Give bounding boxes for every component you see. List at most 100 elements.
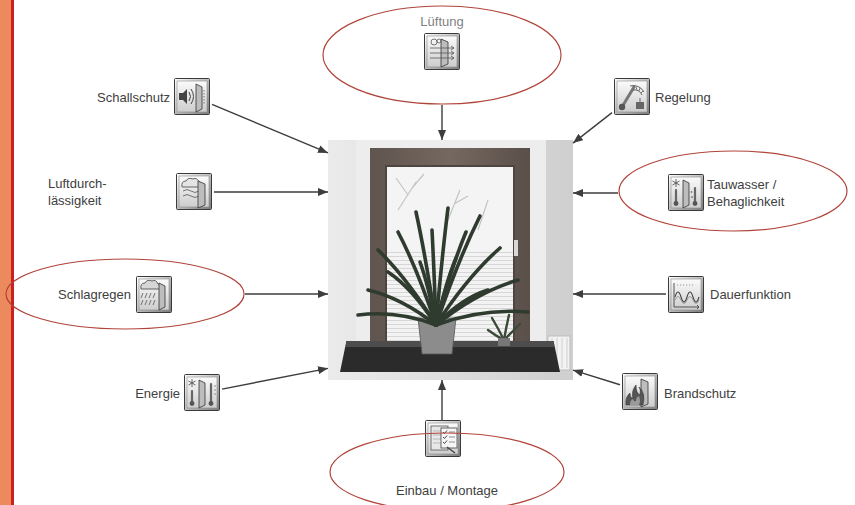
arrow (214, 191, 328, 192)
durability-icon (669, 277, 704, 313)
driving-rain-icon (141, 280, 161, 289)
window-photo (504, 324, 520, 340)
air-permeability-icon (183, 190, 199, 198)
arrow (441, 105, 442, 140)
factor-item: Regelung (612, 76, 713, 117)
ventilation-icon (425, 34, 460, 70)
energy-icon (210, 384, 212, 402)
factor-label: Tauwasser / Behaglichkeit (707, 176, 807, 210)
installation-icon (447, 447, 455, 453)
sound-insulation-icon (204, 90, 205, 104)
window-photo (436, 258, 456, 325)
sound-insulation-icon (175, 79, 210, 115)
energy-icon (209, 401, 214, 406)
condensation-icon (673, 179, 680, 187)
durability-icon (697, 305, 699, 309)
window-photo (356, 140, 546, 352)
ventilation-icon (451, 46, 454, 60)
window-photo (328, 140, 573, 380)
factor-label: Regelung (655, 89, 711, 106)
installation-icon (426, 421, 461, 457)
side-band (11, 0, 14, 505)
condensation-icon (691, 196, 693, 198)
fire-protection-icon (630, 396, 640, 405)
control-icon (636, 102, 644, 109)
air-permeability-icon (177, 174, 212, 210)
driving-rain-icon (141, 293, 155, 305)
arrow (573, 370, 620, 385)
factor-item: Energie (133, 372, 222, 413)
window-photo (436, 280, 518, 325)
factor-item: Dauerfunktion (666, 274, 793, 315)
arrow (222, 368, 328, 389)
energy-icon (185, 375, 220, 411)
driving-rain-icon (159, 283, 165, 310)
energy-icon (190, 401, 195, 406)
factor-label: Lüftung (322, 13, 562, 30)
ventilation-icon (425, 34, 460, 70)
energy-icon (214, 386, 216, 394)
driving-rain-icon (137, 277, 172, 313)
highlight-ellipse (323, 6, 561, 104)
ventilation-icon (437, 39, 441, 43)
condensation-icon (669, 175, 704, 211)
highlighted-factor: Schlagregen (5, 258, 245, 330)
control-icon (622, 87, 634, 107)
highlighted-factor: Lüftung (322, 5, 562, 105)
factor-label: Brandschutz (664, 385, 736, 402)
condensation-icon (674, 201, 679, 206)
control-icon (615, 79, 650, 115)
factor-label: Einbau / Montage (329, 482, 565, 499)
sound-insulation-icon (189, 89, 194, 104)
energy-icon (185, 375, 220, 411)
sound-insulation-icon (196, 84, 202, 112)
durability-icon (677, 285, 695, 286)
condensation-icon (693, 201, 698, 206)
highlight-ellipse (330, 433, 564, 505)
window-photo (358, 208, 528, 325)
installation-icon (426, 421, 461, 457)
side-band (0, 0, 14, 505)
ventilation-icon (431, 39, 437, 45)
air-permeability-icon (198, 181, 205, 208)
fire-protection-icon (623, 374, 658, 410)
control-icon (636, 87, 643, 93)
factor-item: Luftdurch- lässigkeit (46, 171, 214, 212)
window-photo (488, 315, 520, 340)
condensation-icon (683, 180, 689, 208)
arrow (573, 113, 612, 143)
condensation-icon (675, 190, 677, 202)
highlighted-factor: Einbau / Montage (329, 420, 565, 505)
driving-rain-icon (137, 277, 172, 313)
energy-icon (191, 391, 193, 402)
sound-insulation-icon (179, 89, 187, 104)
durability-icon (675, 297, 699, 304)
arrow (212, 104, 328, 153)
fire-protection-icon (626, 385, 644, 405)
control-icon (630, 86, 644, 95)
durability-icon (674, 283, 699, 307)
highlighted-factor: Tauwasser / Behaglichkeit (618, 150, 848, 232)
air-permeability-icon (177, 174, 212, 210)
control-icon (640, 98, 641, 102)
control-icon (619, 104, 625, 110)
side-band (0, 0, 11, 505)
arrow (245, 293, 328, 294)
window-photo (420, 262, 436, 325)
highlight-ellipse (6, 259, 244, 329)
window-photo (396, 174, 488, 230)
arrow (573, 192, 618, 193)
factor-label: Luftdurch- lässigkeit (48, 175, 130, 209)
window-photo-node (328, 140, 573, 380)
factor-label: Schlagregen (58, 286, 131, 303)
window-photo (328, 140, 573, 380)
energy-icon (199, 380, 205, 408)
control-icon (615, 79, 650, 115)
window-photo (498, 338, 510, 346)
factor-label: Schallschutz (97, 89, 170, 106)
factor-item: Schallschutz (95, 76, 212, 117)
condensation-icon (694, 188, 696, 202)
